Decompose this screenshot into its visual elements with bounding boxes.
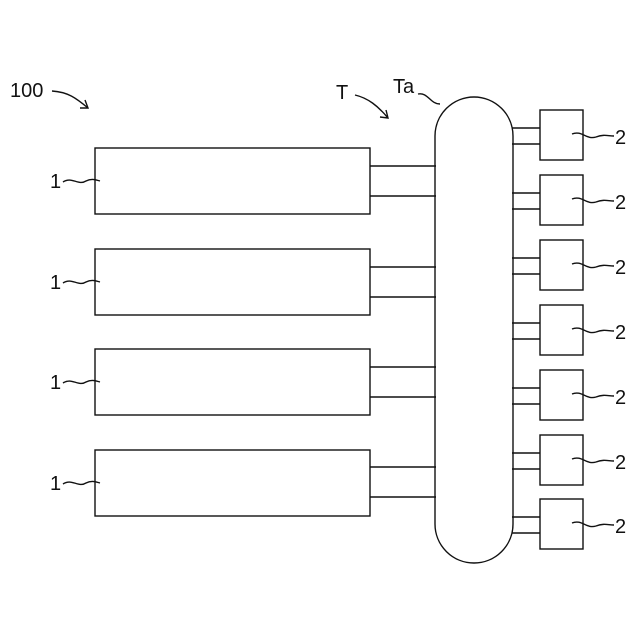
right-unit-leader — [572, 198, 614, 203]
right-unit-2: 2 — [512, 175, 626, 225]
left-unit-4: 1 — [50, 450, 436, 516]
tank-leader-arrow — [355, 95, 388, 118]
label-tank: T — [336, 82, 348, 104]
right-unit-label: 2 — [615, 127, 626, 149]
right-unit-label: 2 — [615, 192, 626, 214]
right-unit-label: 2 — [615, 516, 626, 538]
right-unit-leader — [572, 263, 614, 268]
right-unit-label: 2 — [615, 322, 626, 344]
right-unit-leader — [572, 393, 614, 398]
left-unit-2: 1 — [50, 249, 436, 315]
right-unit-4: 2 — [512, 305, 626, 355]
right-unit-label: 2 — [615, 452, 626, 474]
right-unit-7: 2 — [512, 499, 626, 549]
left-unit-label: 1 — [50, 272, 61, 294]
right-unit-5: 2 — [512, 370, 626, 420]
right-unit-label: 2 — [615, 257, 626, 279]
right-unit-leader — [572, 328, 614, 333]
tank-body — [435, 97, 513, 563]
right-unit-leader — [572, 522, 614, 527]
right-unit-3: 2 — [512, 240, 626, 290]
label-system: 100 — [10, 80, 43, 102]
left-unit-label: 1 — [50, 171, 61, 193]
right-unit-6: 2 — [512, 435, 626, 485]
system-leader-arrow — [52, 91, 88, 108]
label-tank-body: Ta — [393, 76, 415, 98]
left-unit-3: 1 — [50, 349, 436, 415]
right-unit-label: 2 — [615, 387, 626, 409]
tank-body-leader — [418, 94, 440, 104]
right-unit-leader — [572, 458, 614, 463]
left-unit-label: 1 — [50, 473, 61, 495]
left-unit-label: 1 — [50, 372, 61, 394]
left-unit-1: 1 — [50, 148, 436, 214]
right-unit-1: 2 — [512, 110, 626, 160]
right-unit-leader — [572, 133, 614, 138]
